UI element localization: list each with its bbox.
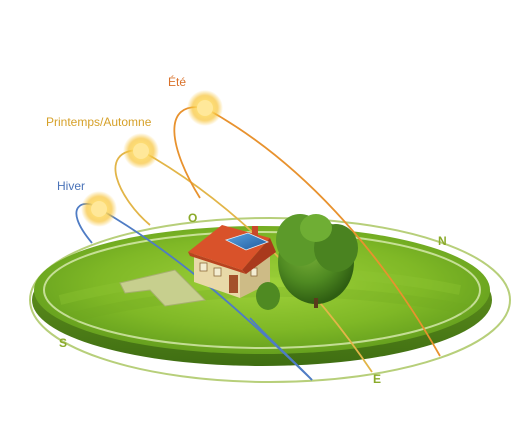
summer-label: Été xyxy=(168,74,186,89)
winter-label: Hiver xyxy=(57,179,85,193)
solar-panel-icon xyxy=(224,232,270,251)
sun-icon xyxy=(187,90,223,126)
compass-north-label: N xyxy=(438,234,447,248)
compass-west-label: O xyxy=(188,211,197,225)
compass-south-label: S xyxy=(59,336,67,350)
compass-east-label: E xyxy=(373,372,381,386)
winter-sun-path-front xyxy=(249,317,313,381)
spring-autumn-sun-path xyxy=(114,149,373,373)
spring-autumn-label: Printemps/Automne xyxy=(46,115,152,129)
house-icon xyxy=(188,225,276,298)
outer-orbit-ring xyxy=(29,217,511,383)
summer-sun-path xyxy=(173,106,441,357)
garden-path xyxy=(119,269,207,307)
sun-icon xyxy=(81,191,117,227)
sun-icon xyxy=(123,133,159,169)
tree-icon xyxy=(256,214,358,310)
winter-sun-path xyxy=(75,203,313,381)
